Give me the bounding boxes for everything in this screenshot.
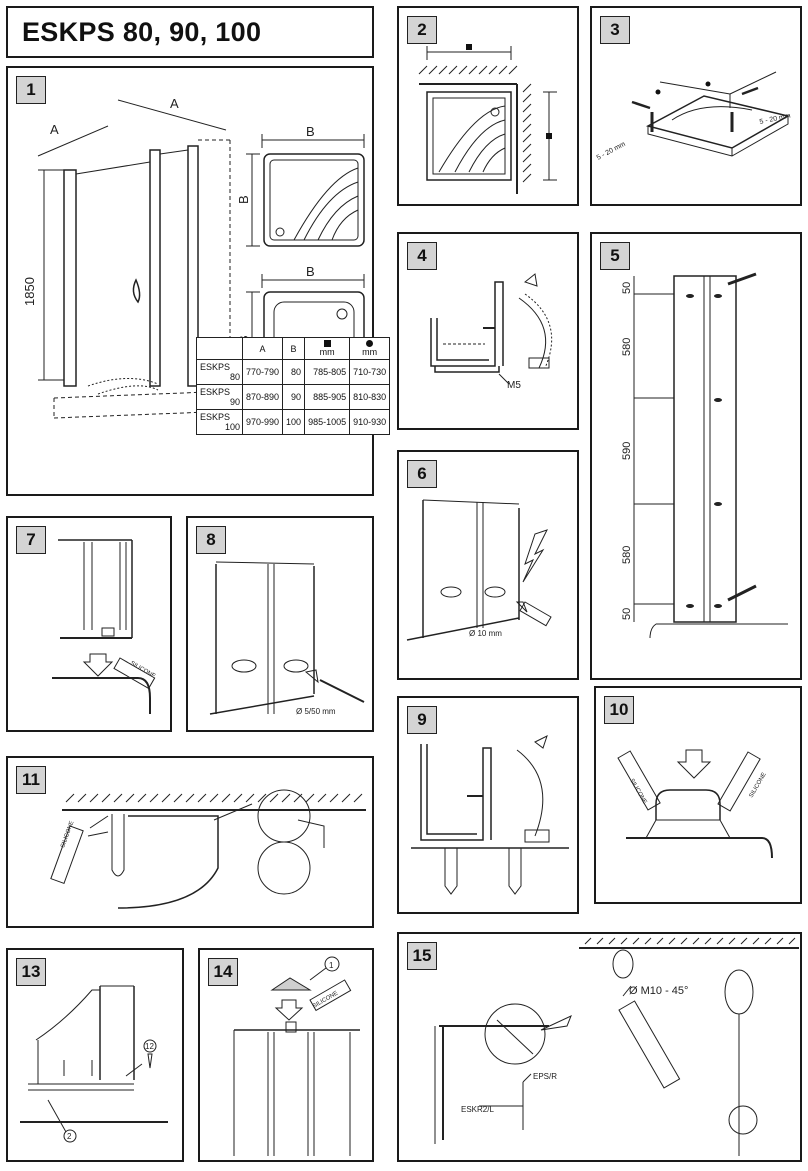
panel-number-15: 15	[407, 942, 437, 970]
label-5-50mm: Ø 5/50 mm	[296, 707, 336, 716]
label-10mm: Ø 10 mm	[469, 629, 502, 638]
label-m10: Ø M10 - 45°	[629, 985, 688, 997]
dim-a-left: A	[50, 122, 59, 137]
corner-tray-drawing	[418, 44, 557, 194]
panel-number-8: 8	[196, 526, 226, 554]
panel-number-6: 6	[407, 460, 437, 488]
panel-2: 2	[397, 6, 579, 206]
panel-number-1: 1	[16, 76, 46, 104]
square-marker-icon	[466, 44, 472, 50]
drill-hole-drawing: Ø 10 mm	[406, 499, 552, 641]
panel-11: 11 SILICONE	[6, 756, 374, 928]
silicone-label-11: SILICONE	[60, 820, 75, 848]
panel-number-9: 9	[407, 706, 437, 734]
callout-2: 2	[67, 1132, 72, 1141]
silicone-base-drawing: SILICONE	[52, 539, 156, 714]
panel-10: 10 SILICONE SILICONE	[594, 686, 802, 904]
callout-12: 12	[145, 1042, 154, 1051]
spacing-3: 590	[621, 442, 633, 460]
panel-number-7: 7	[16, 526, 46, 554]
panel-number-14: 14	[208, 958, 238, 986]
dim-b-top-2: B	[306, 264, 315, 279]
panel-8: 8 Ø 5/50 mm	[186, 516, 374, 732]
panel-7: 7 SILICONE	[6, 516, 172, 732]
document-title-text: ESKPS 80, 90, 100	[22, 16, 262, 47]
spec-header-circle: mm	[349, 337, 391, 360]
document-title: ESKPS 80, 90, 100	[6, 6, 374, 58]
profile-anchor-drawing	[411, 735, 569, 895]
silicone-label-10b: SILICONE	[749, 772, 768, 799]
label-eskr2-l: ESKR2/L	[461, 1105, 494, 1114]
spacing-1: 50	[621, 282, 633, 294]
drain-check-drawing: 2 12	[20, 985, 168, 1143]
circle-icon	[366, 340, 374, 347]
spec-header-row: A B mm mm	[196, 337, 391, 360]
silicone-label-14: SILICONE	[312, 991, 339, 1010]
panel-9: 9	[397, 696, 579, 914]
panel-number-2: 2	[407, 16, 437, 44]
circle-marker-icon	[655, 89, 661, 95]
spacing-2: 580	[621, 338, 633, 356]
shower-enclosure-drawing: A A	[22, 96, 365, 419]
panel-3: 3 5 - 20 mm 5 - 20 mm	[590, 6, 802, 206]
spec-row: ESKPS 100 970-990 100 985-1005 910-930	[196, 409, 391, 435]
tray-legs-drawing: 5 - 20 mm 5 - 20 mm	[596, 71, 791, 162]
spacing-5: 50	[621, 608, 633, 620]
panel-1: 1 A A	[6, 66, 374, 496]
wall-anchor-drawing: Ø M10 - 45° EPS/R ESKR2/L	[434, 937, 799, 1156]
spec-header-square: mm	[304, 337, 351, 360]
label-m5: M5	[507, 380, 521, 391]
spec-row: ESKPS 80 770-790 80 785-805 710-730	[196, 359, 391, 385]
panel-number-4: 4	[407, 242, 437, 270]
cap-mount-drawing: 1 SILICONE	[233, 956, 360, 1156]
callout-1: 1	[329, 961, 334, 970]
profile-mount-drawing: M5	[430, 273, 553, 391]
range-label-left: 5 - 20 mm	[596, 141, 627, 162]
panel-5: 5 50 580 590 580 50	[590, 232, 802, 680]
silicone-label-7: SILICONE	[129, 661, 156, 680]
silicone-seal-drawing: SILICONE SILICONE	[617, 749, 773, 859]
spacing-4: 580	[621, 546, 633, 564]
spec-header-a: A	[241, 337, 284, 360]
spec-row: ESKPS 90 870-890 90 885-905 810-830	[196, 384, 391, 410]
dim-b-side-1: B	[236, 195, 251, 204]
panel-number-3: 3	[600, 16, 630, 44]
screw-fix-drawing: Ø 5/50 mm	[209, 561, 365, 716]
spec-table: A B mm mm ESKPS 80 770-790 80 785-805 71…	[196, 337, 391, 435]
panel-number-13: 13	[16, 958, 46, 986]
spec-header-b: B	[282, 337, 306, 360]
dim-a-top: A	[170, 96, 179, 111]
silicone-corner-drawing: SILICONE	[50, 789, 366, 909]
panel-13: 13 2 12	[6, 948, 184, 1162]
panel-number-5: 5	[600, 242, 630, 270]
label-eps-r: EPS/R	[533, 1072, 557, 1081]
panel-number-10: 10	[604, 696, 634, 724]
dim-b-top-1: B	[306, 124, 315, 139]
drill-spacing-drawing: 50 580 590 580 50	[621, 272, 788, 639]
dim-height: 1850	[22, 277, 37, 306]
silicone-label-10a: SILICONE	[628, 778, 647, 805]
panel-4: 4 M5	[397, 232, 579, 430]
square-marker-icon	[546, 133, 552, 139]
panel-15: 15 Ø M10 - 45° EPS/R ESKR2/L	[397, 932, 802, 1162]
panel-6: 6 Ø 10 mm	[397, 450, 579, 680]
square-icon	[323, 340, 331, 347]
panel-14: 14 1 SILICONE	[198, 948, 374, 1162]
panel-number-11: 11	[16, 766, 46, 794]
circle-marker-icon	[705, 81, 711, 87]
